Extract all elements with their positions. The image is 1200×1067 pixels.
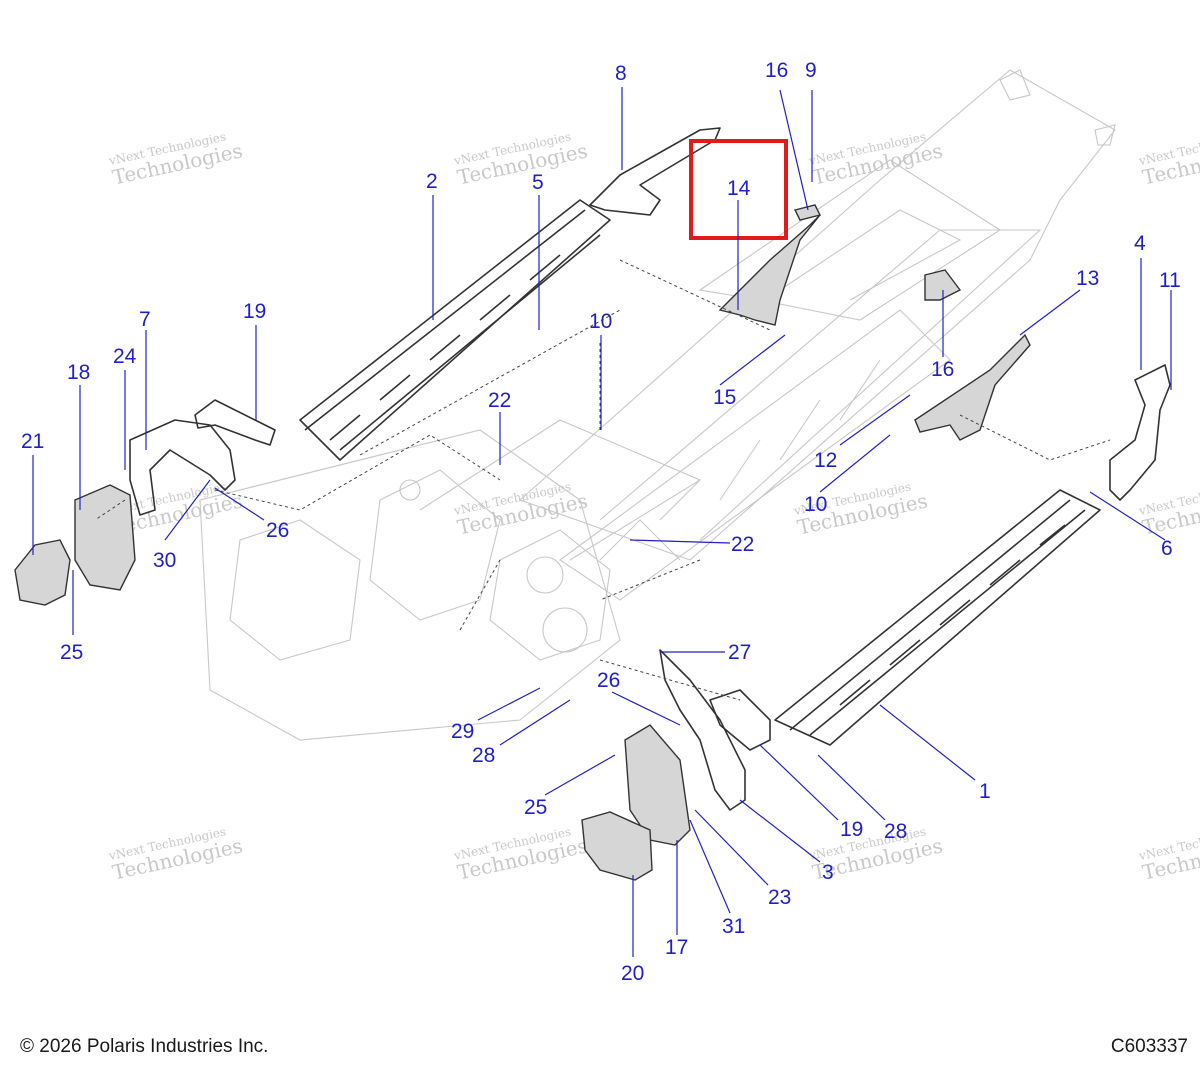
callout-22: 22 <box>731 533 754 556</box>
callout-26: 26 <box>266 519 289 542</box>
pad-21 <box>14 539 71 606</box>
callout-22: 22 <box>488 389 511 412</box>
callout-27: 27 <box>728 641 751 664</box>
callout-5: 5 <box>532 171 544 194</box>
callout-20: 20 <box>621 962 644 985</box>
handle-19-upper <box>194 399 276 446</box>
callout-6: 6 <box>1161 537 1173 560</box>
callout-15: 15 <box>713 386 736 409</box>
callout-10: 10 <box>589 310 612 333</box>
callout-12: 12 <box>814 449 837 472</box>
callout-24: 24 <box>113 345 137 368</box>
callout-7: 7 <box>139 308 151 331</box>
drawing-number: C603337 <box>1110 1036 1188 1057</box>
callout-25: 25 <box>524 796 547 819</box>
bracket-8 <box>589 127 721 216</box>
bracket-7 <box>129 419 236 516</box>
side-panel-17 <box>624 724 691 846</box>
callouts: 8 16 9 14 2 5 4 11 13 7 19 10 24 18 16 1… <box>21 59 1181 985</box>
callout-28: 28 <box>884 820 907 843</box>
callout-17: 17 <box>665 936 688 959</box>
callout-23: 23 <box>768 886 791 909</box>
handle-19-lower <box>709 689 771 751</box>
callout-16: 16 <box>765 59 788 82</box>
copyright-notice: © 2026 Polaris Industries Inc. <box>20 1036 269 1057</box>
callout-2: 2 <box>426 170 438 193</box>
assembly-lines <box>94 259 1111 701</box>
callout-1: 1 <box>979 780 991 803</box>
bracket-3 <box>659 649 746 811</box>
side-panel-18 <box>74 484 136 591</box>
running-board-right <box>774 489 1101 746</box>
running-board-left <box>299 199 611 461</box>
callout-19: 19 <box>243 300 266 323</box>
bracket-14 <box>718 204 822 326</box>
callout-18: 18 <box>67 361 90 384</box>
callout-4: 4 <box>1134 232 1146 255</box>
callout-26: 26 <box>597 669 620 692</box>
callout-13: 13 <box>1076 267 1099 290</box>
callout-30: 30 <box>153 549 176 572</box>
callout-8: 8 <box>615 62 627 85</box>
pad-20 <box>581 811 653 881</box>
callout-29: 29 <box>451 720 474 743</box>
bracket-13 <box>914 333 1031 441</box>
callout-19: 19 <box>840 818 863 841</box>
callout-11: 11 <box>1159 269 1181 292</box>
callout-14: 14 <box>727 177 751 200</box>
callout-16: 16 <box>931 358 954 381</box>
callout-25: 25 <box>60 641 83 664</box>
bracket-16-right <box>924 269 962 301</box>
callout-10: 10 <box>804 493 827 516</box>
leader-lines <box>32 87 1172 957</box>
callout-9: 9 <box>805 59 817 82</box>
callout-3: 3 <box>822 861 834 884</box>
callout-21: 21 <box>21 430 44 453</box>
callout-28: 28 <box>472 744 495 767</box>
bracket-4 <box>1109 364 1171 501</box>
callout-31: 31 <box>722 915 745 938</box>
